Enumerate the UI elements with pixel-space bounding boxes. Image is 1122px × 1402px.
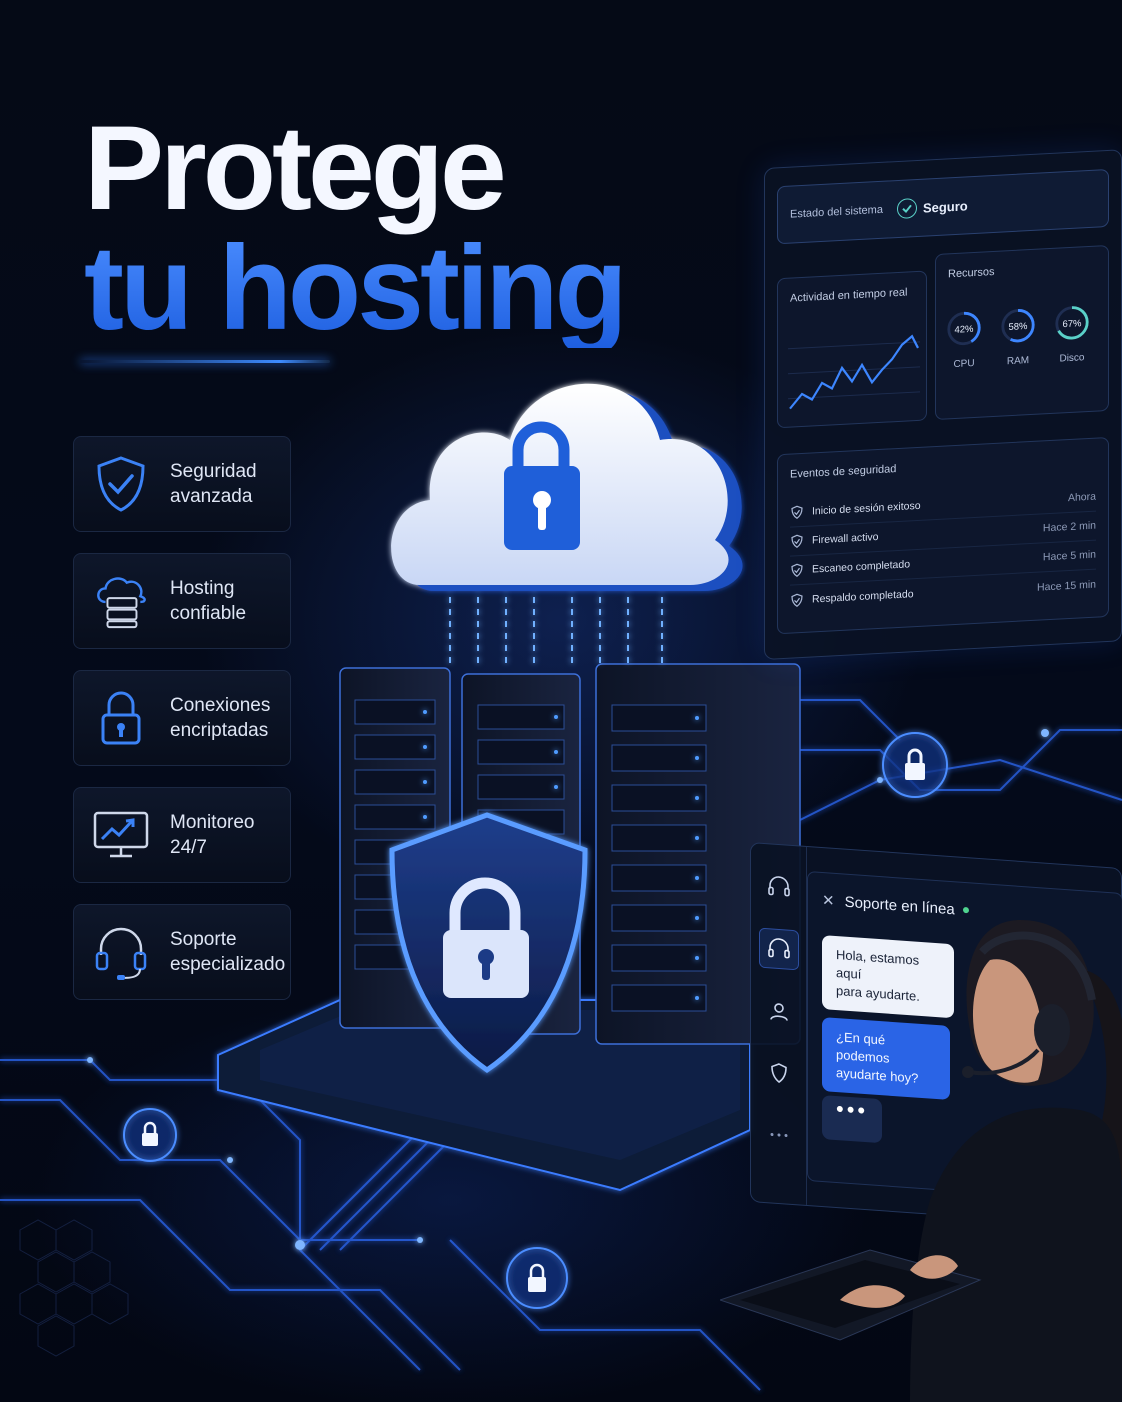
event-time: Hace 15 min (1037, 578, 1096, 594)
gauge-arc (1001, 309, 1035, 343)
feature-label: Conexiones encriptadas (170, 695, 271, 741)
event-text: Inicio de sesión exitoso (812, 499, 921, 518)
feature-card-monitoring: Monitoreo 24/7 (73, 787, 291, 883)
lock-icon (92, 689, 150, 747)
resource-gauges: 42% CPU 58% RAM 67% Disco (944, 303, 1092, 371)
gauge-label: Disco (1059, 352, 1085, 365)
cloud-lock-icon (504, 421, 580, 550)
event-row: Respaldo completado Hace 15 min (790, 570, 1096, 615)
shield-small-icon (791, 593, 803, 607)
gauge-arc (947, 311, 981, 346)
hero-title-line2: tu hosting (84, 221, 628, 355)
server-platform (217, 999, 751, 1192)
feature-list: Seguridad avanzada Hosting confiable Con… (73, 436, 291, 1021)
event-time: Ahora (1067, 490, 1096, 505)
gauge-label: RAM (1006, 355, 1030, 368)
shield-small-icon (791, 563, 803, 577)
system-status-bar: Estado del sistema Seguro (777, 168, 1109, 245)
event-row: Escaneo completado Hace 5 min (790, 540, 1096, 586)
feature-label: Monitoreo 24/7 (170, 812, 255, 858)
chat-sidebar (751, 843, 807, 1205)
feature-label: Soporte especializado (170, 929, 286, 975)
more-nav-icon[interactable] (759, 1114, 799, 1157)
shield-check-icon (92, 455, 150, 513)
user-nav-icon[interactable] (759, 990, 799, 1033)
event-row: Firewall activo Hace 2 min (790, 511, 1096, 557)
event-text: Respaldo completado (812, 587, 914, 605)
monitor-chart-icon (92, 806, 150, 864)
check-circle-icon (896, 197, 917, 220)
event-time: Hace 2 min (1042, 519, 1096, 535)
gauge-ram: 58% RAM (998, 306, 1038, 368)
hero-title-line1: Protege (84, 101, 507, 235)
shield-small-icon (791, 505, 803, 519)
gauge-value: 67% (1062, 318, 1082, 330)
support-nav-icon[interactable] (758, 927, 799, 971)
feature-card-hosting: Hosting confiable (73, 553, 291, 649)
hero-title: Protege tu hosting (84, 101, 628, 355)
gauge-ring: 42% (947, 311, 981, 346)
events-title: Eventos de seguridad (790, 463, 897, 481)
gauge-value: 58% (1008, 321, 1028, 333)
support-agent-illustration (720, 920, 1122, 1402)
cloud-server-icon (92, 572, 150, 630)
gauge-value: 42% (954, 324, 974, 336)
resources-card: Recursos 42% CPU 58% RAM 67% Disco (935, 244, 1109, 421)
system-dashboard-panel: Estado del sistema Seguro Actividad en t… (764, 149, 1122, 660)
shield-lock-icon (389, 812, 588, 1074)
feature-card-support: Soporte especializado (73, 904, 291, 1000)
event-text: Firewall activo (812, 530, 879, 547)
system-status-value: Seguro (896, 195, 968, 220)
event-text: Escaneo completado (812, 558, 911, 576)
system-status-label: Estado del sistema (790, 203, 883, 221)
gauge-label: CPU (953, 357, 975, 371)
shield-small-icon (791, 534, 803, 548)
activity-title: Actividad en tiempo real (790, 286, 908, 305)
feature-label: Seguridad avanzada (170, 461, 257, 507)
gauge-ring: 67% (1055, 306, 1089, 340)
gauge-cpu: 42% CPU (944, 308, 984, 370)
security-events-card: Eventos de seguridad Inicio de sesión ex… (777, 436, 1109, 635)
gauge-arc (1055, 306, 1089, 340)
event-row: Inicio de sesión exitoso Ahora (790, 482, 1096, 528)
resources-title: Recursos (948, 265, 995, 281)
headset-icon (92, 923, 150, 981)
events-list: Inicio de sesión exitoso Ahora Firewall … (790, 482, 1096, 615)
event-time: Hace 5 min (1042, 548, 1096, 564)
headset-nav-icon[interactable] (759, 866, 799, 909)
support-chat-window: ✕ Soporte en línea Hola, estamos aquí pa… (750, 842, 1122, 1229)
feature-card-encryption: Conexiones encriptadas (73, 670, 291, 766)
title-underline (80, 360, 330, 363)
security-nav-icon[interactable] (759, 1052, 799, 1095)
gauge-ring: 58% (1001, 309, 1035, 343)
feature-card-security: Seguridad avanzada (73, 436, 291, 532)
activity-card: Actividad en tiempo real (777, 270, 927, 429)
activity-line-chart (788, 334, 920, 410)
gauge-disk: 67% Disco (1052, 303, 1092, 365)
status-text: Seguro (922, 197, 968, 216)
feature-label: Hosting confiable (170, 578, 247, 624)
